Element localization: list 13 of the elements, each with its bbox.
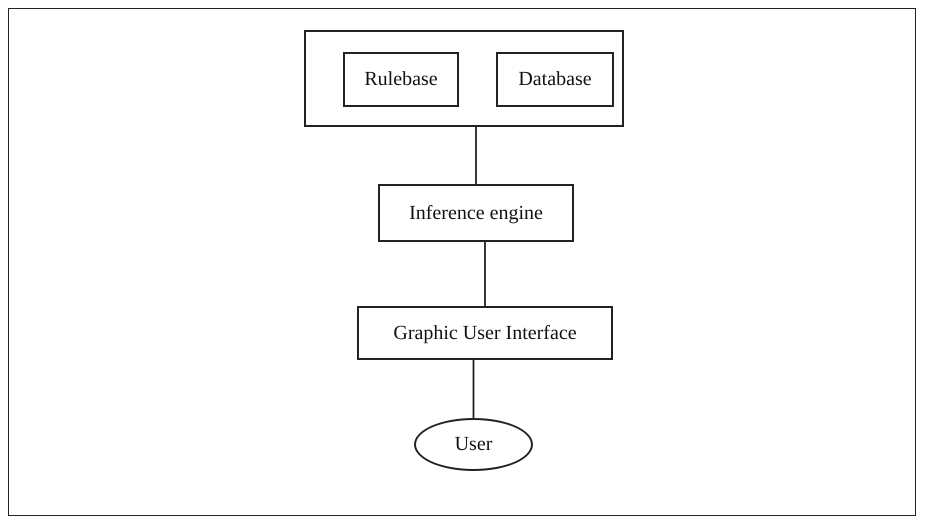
node-label: Inference engine bbox=[409, 202, 543, 224]
node-label: User bbox=[454, 433, 492, 456]
node-label: Rulebase bbox=[364, 68, 438, 91]
process-box bbox=[357, 306, 613, 360]
process-box bbox=[378, 184, 574, 242]
process-box bbox=[496, 52, 614, 107]
connector-line bbox=[475, 127, 477, 184]
process-box bbox=[343, 52, 459, 107]
container-box bbox=[304, 30, 624, 127]
node-label: Graphic User Interface bbox=[393, 322, 577, 344]
connector-line bbox=[472, 360, 474, 418]
connector-line bbox=[484, 242, 486, 306]
node-label: Database bbox=[518, 68, 592, 91]
